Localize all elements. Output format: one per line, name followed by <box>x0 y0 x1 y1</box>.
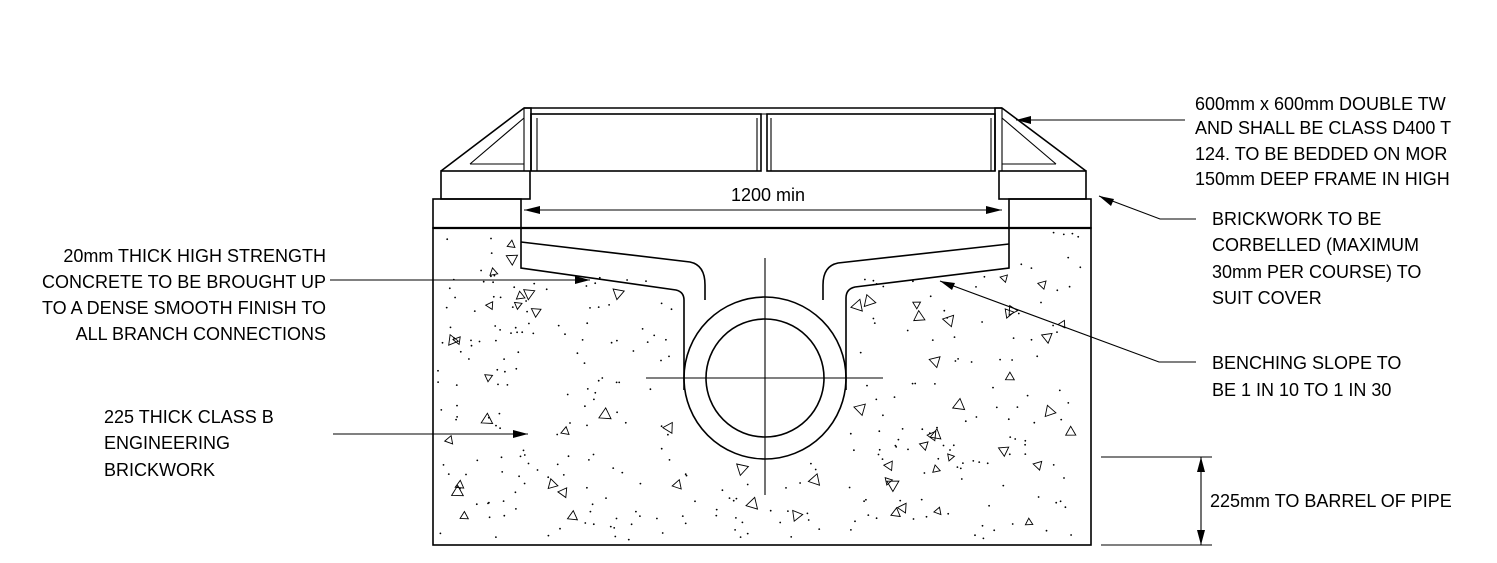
leader-benching <box>939 280 1196 363</box>
benching-note: BENCHING SLOPE TO BE 1 IN 10 TO 1 IN 30 <box>1212 353 1401 400</box>
corbel-note: BRICKWORK TO BE CORBELLED (MAXIMUM 30mm … <box>1212 209 1421 308</box>
concrete-note-line-1: 20mm THICK HIGH STRENGTH <box>63 246 326 266</box>
concrete-note-line-2: CONCRETE TO BE BROUGHT UP <box>42 272 326 292</box>
leader-cover <box>1016 116 1185 124</box>
leader-brickwork <box>333 430 528 438</box>
benching-note-line-2: BE 1 IN 10 TO 1 IN 30 <box>1212 380 1391 400</box>
pipe-depth-label: 225mm TO BARREL OF PIPE <box>1210 491 1452 511</box>
brickwork-note-line-2: ENGINEERING <box>104 433 230 453</box>
pipe <box>646 258 883 495</box>
corbel-note-line-4: SUIT COVER <box>1212 288 1322 308</box>
benching-note-line-1: BENCHING SLOPE TO <box>1212 353 1401 373</box>
dimension-225: 225mm TO BARREL OF PIPE <box>1101 456 1452 546</box>
cover-note-line-1: 600mm x 600mm DOUBLE TW <box>1195 94 1446 114</box>
concrete-stipple <box>437 231 1082 541</box>
dimension-1200: 1200 min <box>524 185 1002 214</box>
concrete-note-line-3: TO A DENSE SMOOTH FINISH TO <box>42 298 326 318</box>
cover-frame <box>440 107 1087 172</box>
cover-note-line-2: AND SHALL BE CLASS D400 T <box>1195 118 1451 138</box>
corbel-note-line-1: BRICKWORK TO BE <box>1212 209 1381 229</box>
concrete-note: 20mm THICK HIGH STRENGTH CONCRETE TO BE … <box>42 246 326 344</box>
cover-note: 600mm x 600mm DOUBLE TW AND SHALL BE CLA… <box>1195 94 1451 189</box>
brickwork-note-line-1: 225 THICK CLASS B <box>104 407 274 427</box>
corbel-course <box>432 170 1092 230</box>
leader-concrete <box>330 276 590 284</box>
cover-note-line-4: 150mm DEEP FRAME IN HIGH <box>1195 169 1450 189</box>
benching <box>520 241 1010 390</box>
corbel-note-line-2: CORBELLED (MAXIMUM <box>1212 235 1419 255</box>
concrete-note-line-4: ALL BRANCH CONNECTIONS <box>76 324 326 344</box>
brickwork-note: 225 THICK CLASS B ENGINEERING BRICKWORK <box>104 407 274 480</box>
chamber-walls <box>520 228 1010 244</box>
dimension-label-width: 1200 min <box>731 185 805 205</box>
chamber-body <box>432 227 1092 546</box>
brickwork-note-line-3: BRICKWORK <box>104 460 215 480</box>
corbel-note-line-3: 30mm PER COURSE) TO <box>1212 262 1421 282</box>
leader-corbel <box>1098 195 1196 220</box>
cover-note-line-3: 124. TO BE BEDDED ON MOR <box>1195 144 1447 164</box>
